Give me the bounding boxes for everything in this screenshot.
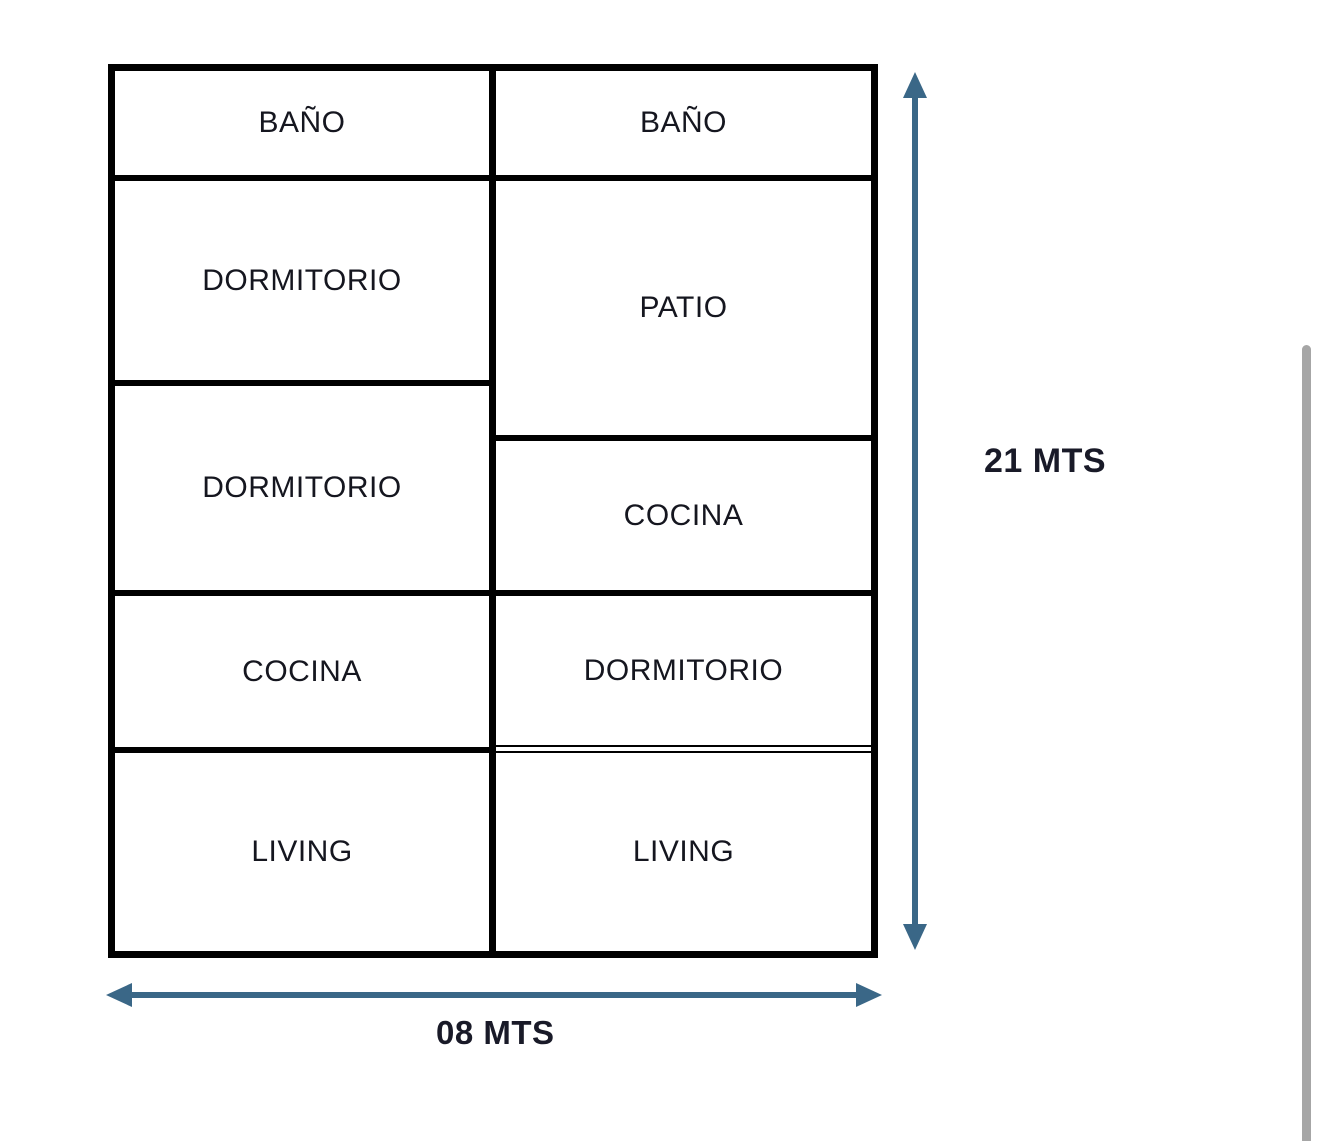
room-label: PATIO	[639, 291, 728, 324]
room-cocina-left: COCINA	[115, 596, 489, 747]
room-label: LIVING	[251, 835, 353, 868]
height-dimension-arrow	[903, 72, 927, 950]
wall-vertical-center	[489, 71, 496, 951]
wall-thin-dormitorio-living-right-upper	[496, 745, 871, 747]
width-dimension-label: 08 MTS	[436, 1014, 555, 1051]
room-dormitorio-right: DORMITORIO	[496, 596, 871, 745]
room-living-right: LIVING	[496, 753, 871, 951]
room-patio-right: PATIO	[496, 181, 871, 435]
arrowhead-right-icon	[856, 983, 882, 1007]
wall-horizontal-cocina-living-left	[115, 747, 489, 753]
height-dimension-label: 21 MTS	[984, 442, 1107, 480]
room-bano-right: BAÑO	[496, 71, 871, 175]
room-label: BAÑO	[258, 106, 346, 139]
room-label: DORMITORIO	[202, 263, 402, 297]
scrollbar-thumb[interactable]	[1302, 345, 1311, 1141]
arrowhead-down-icon	[903, 924, 927, 950]
width-dimension-arrow	[106, 983, 882, 1007]
room-label: DORMITORIO	[583, 653, 784, 687]
room-dormitorio-left-2: DORMITORIO	[115, 386, 489, 590]
arrowhead-up-icon	[903, 72, 927, 98]
floor-plan-interior: BAÑO DORMITORIO DORMITORIO COCINA LIVING…	[115, 71, 871, 951]
room-bano-left: BAÑO	[115, 71, 489, 175]
room-label: LIVING	[632, 835, 735, 868]
room-label: BAÑO	[639, 106, 728, 139]
room-living-left: LIVING	[115, 753, 489, 951]
arrowhead-left-icon	[106, 983, 132, 1007]
wall-horizontal-patio-bottom	[496, 435, 871, 441]
floor-plan: BAÑO DORMITORIO DORMITORIO COCINA LIVING…	[108, 64, 878, 958]
wall-horizontal-dormitorios-left	[115, 380, 489, 386]
room-label: COCINA	[242, 654, 362, 688]
room-label: COCINA	[623, 498, 744, 532]
room-cocina-right: COCINA	[496, 441, 871, 590]
wall-thin-dormitorio-living-right-lower	[496, 751, 871, 753]
room-label: DORMITORIO	[202, 471, 402, 504]
room-dormitorio-left-1: DORMITORIO	[115, 181, 489, 380]
